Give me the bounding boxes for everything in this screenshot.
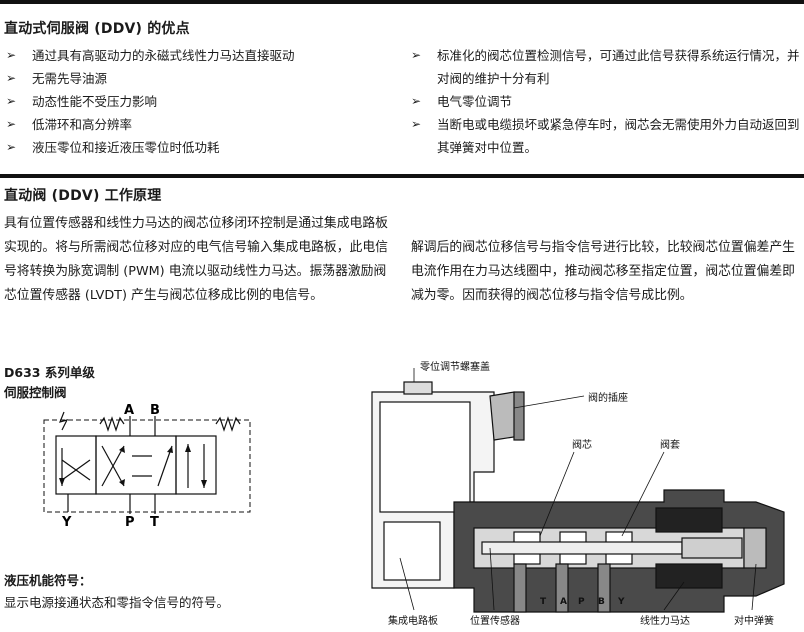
list-item: 电气零位调节 — [409, 90, 804, 113]
callout-spool: 阀芯 — [572, 440, 592, 451]
callout-valve-socket: 阀的插座 — [588, 393, 628, 404]
callout-sleeve: 阀套 — [660, 440, 680, 451]
hydraulic-symbol-diagram: A B Y P T — [43, 403, 251, 530]
port-b-label: B — [150, 403, 160, 418]
port-letter: P — [578, 597, 585, 607]
list-item: 标准化的阀芯位置检测信号，可通过此信号获得系统运行情况，并对阀的维护十分有利 — [409, 44, 804, 90]
advantages-list-right: 标准化的阀芯位置检测信号，可通过此信号获得系统运行情况，并对阀的维护十分有利 电… — [409, 44, 804, 159]
port-letter: B — [598, 597, 605, 607]
list-item: 当断电或电缆损坏或紧急停车时，阀芯会无需使用外力自动返回到其弹簧对中位置。 — [409, 113, 804, 159]
port-y-label: Y — [61, 515, 72, 530]
valve-cutaway-drawing: T A P B Y — [371, 368, 785, 613]
callout-linear-motor: 线性力马达 — [640, 616, 690, 627]
section-rule — [0, 174, 804, 178]
list-item: 通过具有高驱动力的永磁式线性力马达直接驱动 — [4, 44, 399, 67]
port-letter: A — [560, 597, 567, 607]
list-item: 动态性能不受压力影响 — [4, 90, 399, 113]
callout-position-sensor: 位置传感器 — [470, 616, 520, 627]
port-letter: Y — [617, 597, 625, 607]
list-item: 无需先导油源 — [4, 67, 399, 90]
port-letter: T — [540, 597, 547, 607]
list-item: 液压零位和接近液压零位时低功耗 — [4, 136, 399, 159]
symbol-label-line2: 伺服控制阀 — [4, 385, 67, 400]
port-t-label: T — [150, 515, 159, 530]
section-title-advantages: 直动式伺服阀 (DDV) 的优点 — [4, 21, 190, 37]
section-title-principle: 直动阀 (DDV) 工作原理 — [4, 188, 162, 204]
callout-zero-adjust-plug: 零位调节螺塞盖 — [420, 362, 490, 373]
callout-centering-spring: 对中弹簧 — [734, 616, 774, 627]
symbol-caption-title: 液压机能符号： — [4, 573, 92, 588]
port-p-label: P — [125, 515, 135, 530]
principle-paragraph-left: 具有位置传感器和线性力马达的阀芯位移闭环控制是通过集成电路板实现的。将与所需阀芯… — [4, 216, 388, 303]
port-a-label: A — [124, 403, 134, 418]
principle-paragraph-right: 解调后的阀芯位移信号与指令信号进行比较，比较阀芯位置偏差产生电流作用在力马达线圈… — [411, 240, 795, 303]
advantages-list-left: 通过具有高驱动力的永磁式线性力马达直接驱动 无需先导油源 动态性能不受压力影响 … — [4, 44, 399, 159]
symbol-caption-text: 显示电源接通状态和零指令信号的符号。 — [4, 595, 230, 610]
callout-circuit-board: 集成电路板 — [388, 616, 438, 627]
symbol-label-line1: D633 系列单级 — [4, 365, 95, 380]
top-rule — [0, 0, 804, 4]
list-item: 低滞环和高分辨率 — [4, 113, 399, 136]
